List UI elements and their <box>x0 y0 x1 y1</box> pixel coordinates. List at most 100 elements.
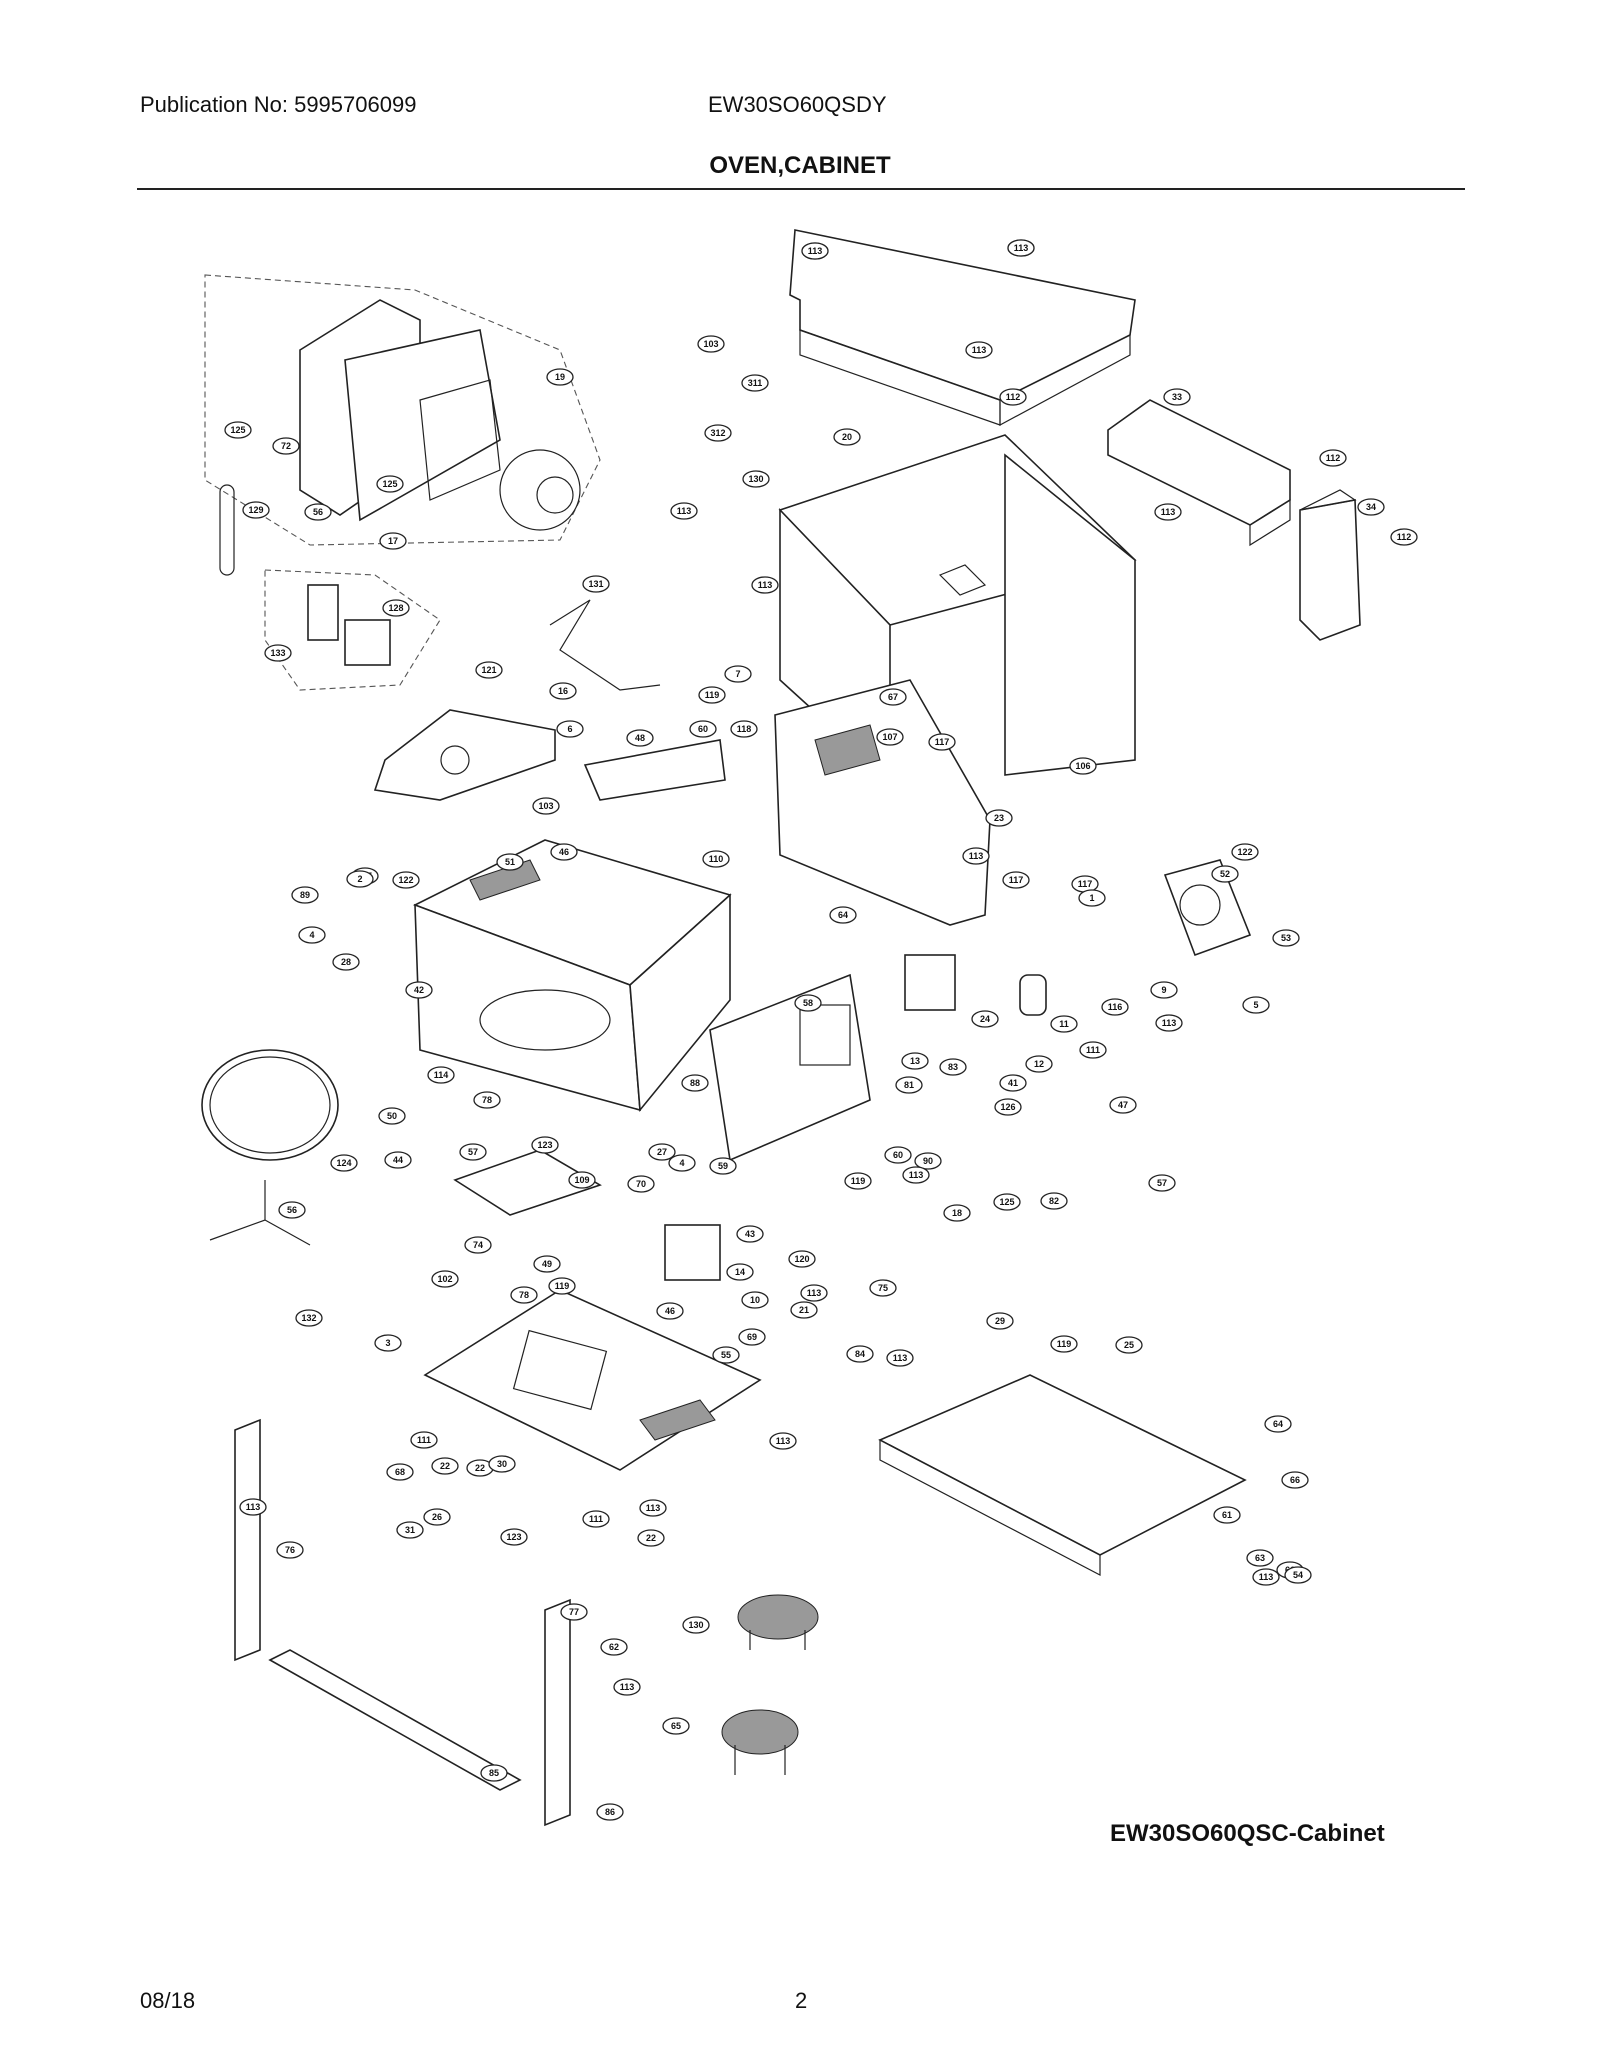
part-callout-103: 103 <box>532 797 560 815</box>
part-callout-label: 120 <box>794 1254 809 1264</box>
part-callout-4: 4 <box>298 926 326 944</box>
part-callout-label: 89 <box>300 890 310 900</box>
part-callout-6: 6 <box>556 720 584 738</box>
part-callout-label: 6 <box>567 724 572 734</box>
part-callout-89: 89 <box>291 886 319 904</box>
part-callout-label: 60 <box>698 724 708 734</box>
part-callout-22: 22 <box>431 1457 459 1475</box>
part-callout-label: 48 <box>635 733 645 743</box>
front-bar-part <box>268 1649 522 1791</box>
part-callout-label: 22 <box>646 1533 656 1543</box>
part-callout-label: 119 <box>705 690 720 700</box>
part-callout-label: 10 <box>750 1295 760 1305</box>
part-callout-56: 56 <box>278 1201 306 1219</box>
fan-motor-bracket-part <box>1163 859 1252 957</box>
part-callout-label: 113 <box>1161 507 1176 517</box>
part-callout-67: 67 <box>879 688 907 706</box>
part-callout-113: 113 <box>886 1349 914 1367</box>
part-callout-label: 65 <box>671 1721 681 1731</box>
part-callout-label: 106 <box>1075 761 1090 771</box>
part-callout-label: 102 <box>437 1274 452 1284</box>
part-callout-69: 69 <box>738 1328 766 1346</box>
part-callout-label: 113 <box>758 580 773 590</box>
part-callout-113: 113 <box>1007 239 1035 257</box>
part-callout-label: 113 <box>620 1682 635 1692</box>
part-callout-130: 130 <box>742 470 770 488</box>
part-callout-12: 12 <box>1025 1055 1053 1073</box>
part-callout-label: 113 <box>1259 1572 1274 1582</box>
part-callout-119: 119 <box>844 1172 872 1190</box>
part-callout-118: 118 <box>730 720 758 738</box>
part-callout-label: 74 <box>473 1240 483 1250</box>
part-callout-75: 75 <box>869 1279 897 1297</box>
part-callout-27: 27 <box>648 1143 676 1161</box>
part-callout-label: 4 <box>309 930 314 940</box>
diagram-caption: EW30SO60QSC-Cabinet <box>1110 1820 1385 1847</box>
part-callout-131: 131 <box>582 575 610 593</box>
part-callout-label: 34 <box>1366 502 1376 512</box>
part-callout-label: 20 <box>842 432 852 442</box>
side-panel-part <box>709 973 871 1162</box>
part-callout-46: 46 <box>550 843 578 861</box>
part-callout-label: 31 <box>405 1525 415 1535</box>
rack-86-part <box>721 1709 799 1775</box>
transformer-part <box>664 1224 721 1281</box>
part-callout-label: 76 <box>285 1545 295 1555</box>
part-callout-311: 311 <box>741 374 769 392</box>
part-callout-123: 123 <box>500 1528 528 1546</box>
part-callout-22: 22 <box>637 1529 665 1547</box>
part-callout-125: 125 <box>224 421 252 439</box>
part-callout-125: 125 <box>376 475 404 493</box>
part-callout-62: 62 <box>600 1638 628 1656</box>
part-callout-11: 11 <box>1050 1015 1078 1033</box>
bottom-cover-part <box>878 1374 1247 1576</box>
part-callout-label: 21 <box>799 1305 809 1315</box>
model-number: EW30SO60QSDY <box>708 92 887 117</box>
part-callout-label: 33 <box>1172 392 1182 402</box>
part-callout-43: 43 <box>736 1225 764 1243</box>
side-bracket-left-part <box>234 1418 261 1662</box>
part-callout-110: 110 <box>702 850 730 868</box>
part-callout-label: 42 <box>414 985 424 995</box>
part-callout-label: 43 <box>745 1229 755 1239</box>
part-callout-122: 122 <box>1231 843 1259 861</box>
part-callout-label: 67 <box>888 692 898 702</box>
part-callout-label: 27 <box>657 1147 667 1157</box>
part-callout-label: 124 <box>336 1158 351 1168</box>
title-rule <box>137 188 1465 190</box>
part-callout-label: 49 <box>542 1259 552 1269</box>
footer-date: 08/18 <box>140 1988 196 2013</box>
part-callout-label: 51 <box>505 857 515 867</box>
part-callout-label: 52 <box>1220 869 1230 879</box>
part-callout-label: 54 <box>1293 1570 1303 1580</box>
part-callout-44: 44 <box>384 1151 412 1169</box>
part-callout-label: 312 <box>710 428 725 438</box>
part-callout-label: 109 <box>574 1175 589 1185</box>
part-callout-label: 114 <box>434 1070 449 1080</box>
part-callout-28: 28 <box>332 953 360 971</box>
part-callout-label: 41 <box>1008 1078 1018 1088</box>
part-callout-102: 102 <box>431 1270 459 1288</box>
part-callout-label: 23 <box>994 813 1004 823</box>
part-callout-53: 53 <box>1272 929 1300 947</box>
part-callout-label: 56 <box>313 507 323 517</box>
part-callout-label: 113 <box>776 1436 791 1446</box>
part-callout-label: 50 <box>387 1111 397 1121</box>
part-callout-label: 57 <box>1157 1178 1167 1188</box>
part-callout-label: 118 <box>737 724 752 734</box>
part-callout-57: 57 <box>1148 1174 1176 1192</box>
part-callout-47: 47 <box>1109 1096 1137 1114</box>
part-callout-111: 111 <box>410 1431 438 1449</box>
part-callout-51: 51 <box>496 853 524 871</box>
part-callout-label: 111 <box>417 1435 431 1445</box>
part-callout-label: 75 <box>878 1283 888 1293</box>
part-callout-label: 47 <box>1118 1100 1128 1110</box>
part-callout-56: 56 <box>304 503 332 521</box>
part-callout-label: 113 <box>646 1503 661 1513</box>
part-callout-90: 90 <box>914 1152 942 1170</box>
part-callout-label: 112 <box>1326 453 1341 463</box>
part-callout-label: 86 <box>605 1807 615 1817</box>
exhaust-duct-part <box>1299 489 1361 641</box>
part-callout-label: 28 <box>341 957 351 967</box>
part-callout-85: 85 <box>480 1764 508 1782</box>
